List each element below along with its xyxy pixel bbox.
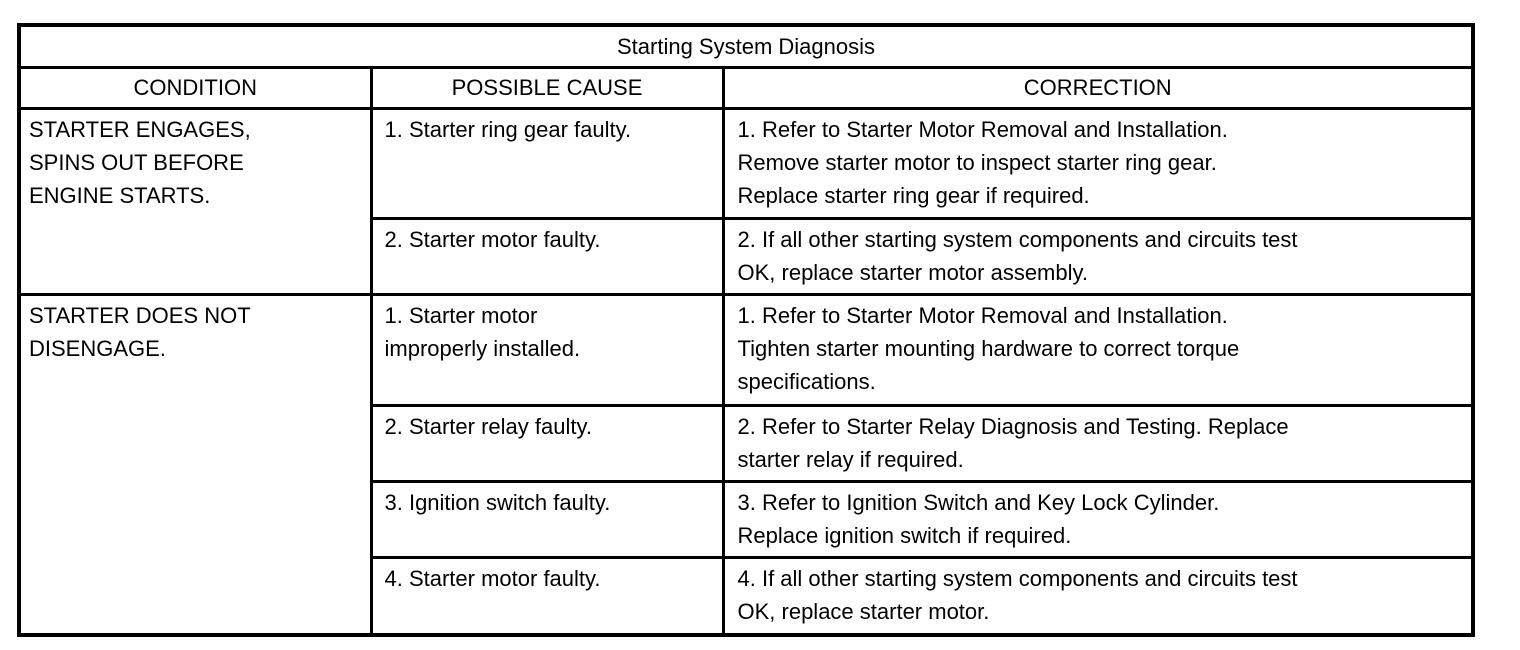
condition-cell-starter-does-not-disengage: STARTER DOES NOT DISENGAGE. [17, 292, 373, 637]
correction-cell: 1. Refer to Starter Motor Removal and In… [721, 106, 1475, 220]
correction-cell: 2. Refer to Starter Relay Diagnosis and … [721, 403, 1475, 483]
column-header-correction: CORRECTION [721, 65, 1475, 110]
column-header-condition: CONDITION [17, 65, 373, 110]
correction-cell: 4. If all other starting system componen… [721, 555, 1475, 637]
correction-cell: 3. Refer to Ignition Switch and Key Lock… [721, 479, 1475, 559]
correction-cell: 1. Refer to Starter Motor Removal and In… [721, 292, 1475, 407]
cause-cell: 2. Starter motor faulty. [369, 216, 725, 296]
condition-cell-starter-engages: STARTER ENGAGES, SPINS OUT BEFORE ENGINE… [17, 106, 373, 296]
starting-system-diagnosis-table: Starting System Diagnosis CONDITION POSS… [17, 23, 1475, 637]
column-header-possible-cause: POSSIBLE CAUSE [369, 65, 725, 110]
cause-cell: 1. Starter ring gear faulty. [369, 106, 725, 220]
cause-cell: 3. Ignition switch faulty. [369, 479, 725, 559]
cause-cell: 4. Starter motor faulty. [369, 555, 725, 637]
correction-cell: 2. If all other starting system componen… [721, 216, 1475, 296]
cause-cell: 1. Starter motor improperly installed. [369, 292, 725, 407]
cause-cell: 2. Starter relay faulty. [369, 403, 725, 483]
table-title: Starting System Diagnosis [17, 23, 1475, 69]
